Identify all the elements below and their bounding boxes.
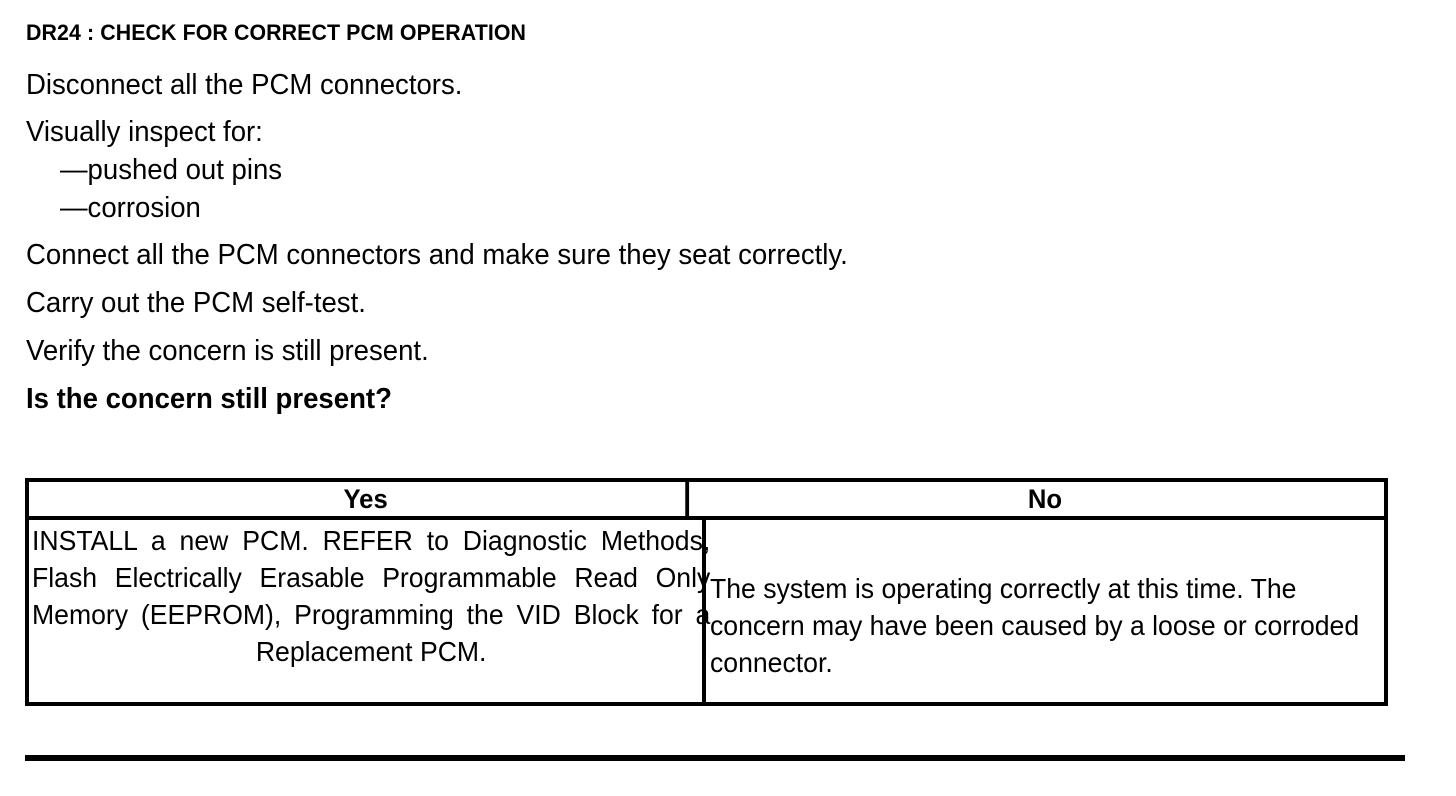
page-title: DR24 : CHECK FOR CORRECT PCM OPERATION [26, 20, 527, 45]
table-cell-no-text: The system is operating correctly at thi… [710, 573, 1360, 678]
table-row: INSTALL a new PCM. REFER to Diagnostic M… [29, 520, 1384, 702]
table-header-row: Yes No [29, 482, 1384, 520]
table-header-yes: Yes [46, 482, 690, 516]
step-visually-inspect: Visually inspect for: [26, 116, 263, 148]
list-item: —corrosion [60, 192, 201, 224]
table-header-no: No [1027, 483, 1063, 514]
table-cell-yes: INSTALL a new PCM. REFER to Diagnostic M… [29, 520, 710, 702]
decision-question: Is the concern still present? [26, 383, 392, 415]
step-pcm-self-test: Carry out the PCM self-test. [26, 287, 366, 319]
table-cell-no: The system is operating correctly at thi… [706, 520, 1384, 702]
step-disconnect-connectors: Disconnect all the PCM connectors. [26, 69, 463, 101]
decision-table: Yes No INSTALL a new PCM. REFER to Diagn… [25, 478, 1388, 706]
step-connect-connectors: Connect all the PCM connectors and make … [26, 239, 848, 271]
footer-divider [25, 755, 1405, 761]
list-item: —pushed out pins [60, 154, 283, 186]
table-cell-yes-text: INSTALL a new PCM. REFER to Diagnostic M… [32, 525, 711, 667]
step-verify-concern: Verify the concern is still present. [26, 335, 429, 367]
